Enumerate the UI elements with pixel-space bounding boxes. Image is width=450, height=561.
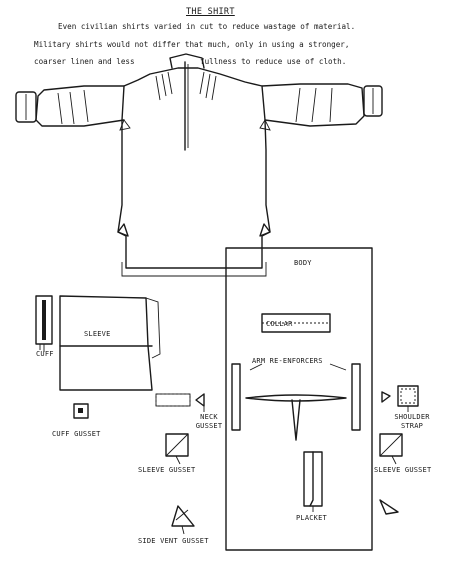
small-pieces — [73, 385, 419, 527]
arm-reinforcer-left — [231, 363, 241, 431]
shirt-neck-gathers — [155, 71, 217, 101]
intro-line-3b: fullness to reduce use of cloth. — [200, 57, 347, 66]
body-piece-outline — [225, 247, 373, 551]
label-side-vent-gusset: SIDE VENT GUSSET — [138, 537, 209, 545]
shirt-body-outline — [117, 67, 271, 269]
intro-line-1: Even civilian shirts varied in cut to re… — [58, 22, 356, 31]
shirt-left-cuff — [15, 91, 37, 123]
shirt-collar — [169, 53, 205, 69]
arm-reinforcer-right — [351, 363, 361, 431]
label-shoulder-strap-line1: SHOULDER — [394, 413, 430, 421]
intro-line-3a: coarser linen and less — [34, 57, 135, 66]
label-sleeve-gusset-right: SLEEVE GUSSET — [374, 466, 432, 474]
sleeve-piece — [59, 295, 153, 391]
neck-opening — [245, 394, 347, 402]
shirt-right-sleeve — [261, 83, 365, 127]
label-sleeve: SLEEVE — [84, 330, 111, 338]
label-body: BODY — [294, 259, 312, 267]
leader-lines — [39, 344, 409, 535]
shirt-left-sleeve — [35, 85, 125, 127]
label-placket: PLACKET — [296, 514, 327, 522]
label-shoulder-strap-line2: STRAP — [400, 422, 424, 430]
cuff-gusset-piece — [73, 403, 89, 419]
label-cuff-gusset: CUFF GUSSET — [52, 430, 101, 438]
label-collar: COLLAR — [266, 320, 293, 328]
shirt-left-vent-gusset — [117, 223, 129, 237]
intro-line-2: Military shirts would not differ that mu… — [34, 40, 350, 49]
shirt-right-cuff — [363, 85, 383, 117]
page-title: THE SHIRT — [186, 7, 235, 17]
label-neck-gusset-line1: NECK — [200, 413, 218, 421]
label-sleeve-gusset-left: SLEEVE GUSSET — [138, 466, 196, 474]
label-arm-reinforcers: ARM RE-ENFORCERS — [252, 357, 323, 365]
neck-gusset-strip — [155, 393, 191, 407]
shirt-hem-back — [121, 262, 267, 277]
shirt-illustration — [15, 53, 383, 277]
sleeve-gusset-right-piece — [379, 433, 403, 457]
sleeve-gusset-left-piece — [165, 433, 189, 457]
front-slit — [291, 399, 301, 441]
neck-gusset-triangle — [195, 393, 205, 407]
label-neck-gusset-line2: GUSSET — [195, 422, 223, 430]
shirt-right-vent-gusset — [259, 223, 271, 237]
body-piece — [225, 247, 373, 551]
label-cuff: CUFF — [36, 350, 54, 358]
sleeve-and-cuff — [35, 295, 161, 391]
side-vent-gusset-left — [171, 505, 195, 527]
side-vent-gusset-right — [379, 499, 399, 515]
